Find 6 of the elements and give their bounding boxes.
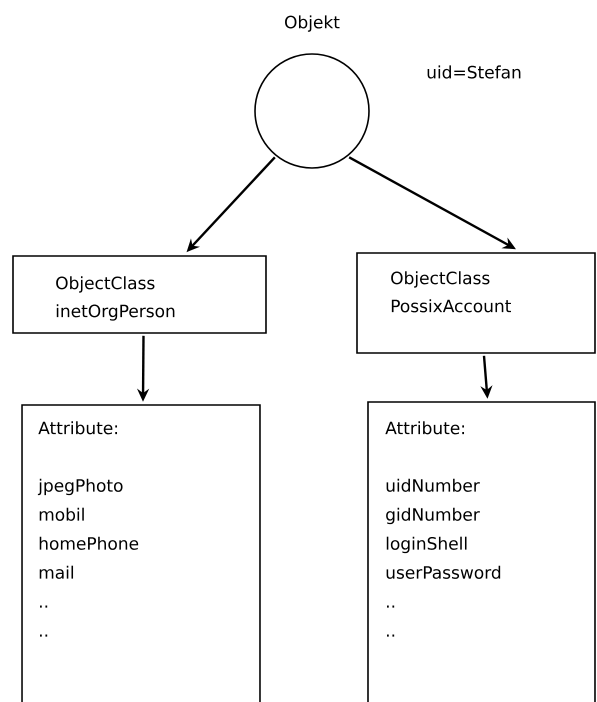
node-title: Objekt bbox=[285, 15, 340, 32]
attribute-box: Attribute: jpegPhoto mobil homePhone mail .. .. bbox=[21, 404, 261, 702]
attribute-box: Attribute: uidNumber gidNumber loginShell userPassword .. .. bbox=[367, 401, 596, 702]
node-annotation: uid=Stefan bbox=[428, 65, 520, 79]
class-box: ObjectClass inetOrgPerson bbox=[12, 255, 267, 334]
class-box: ObjectClass PossixAccount bbox=[356, 252, 596, 354]
